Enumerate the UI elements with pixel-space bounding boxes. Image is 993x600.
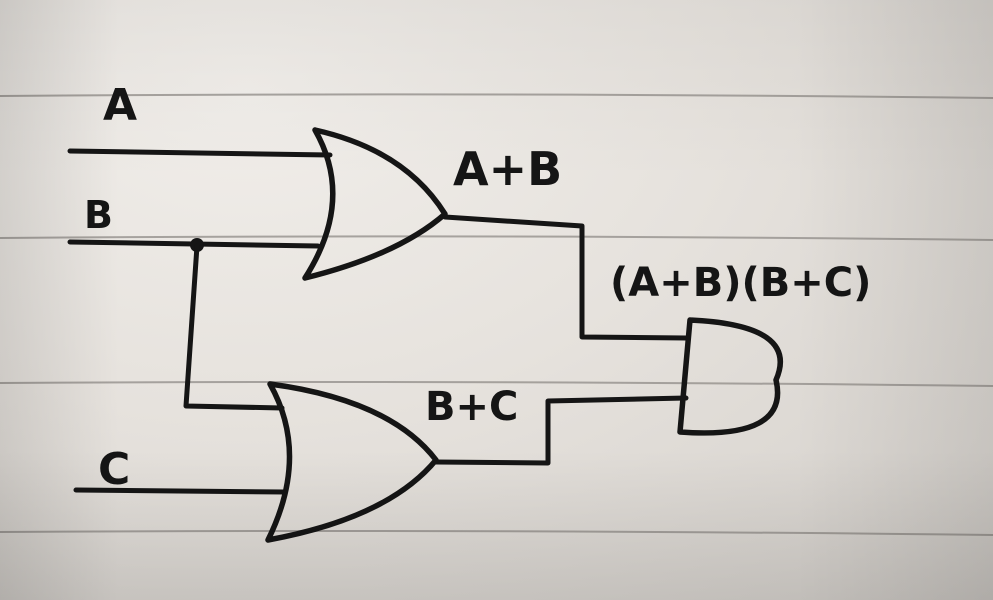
- label-input-c: C: [98, 444, 130, 495]
- label-input-b: B: [84, 193, 113, 237]
- rule-line-2: [0, 235, 993, 241]
- wire-input-a: [67, 148, 333, 158]
- or-gate-bottom: [265, 381, 439, 543]
- and-gate: [677, 317, 783, 436]
- rule-line-4: [0, 530, 993, 536]
- label-or-top-output: A+B: [453, 142, 562, 196]
- label-and-output: (A+B)(B+C): [610, 260, 871, 306]
- label-input-a: A: [103, 80, 137, 131]
- notebook-rules: [0, 93, 993, 536]
- wire-or-bottom-to-and: [433, 395, 689, 466]
- wire-b-branch: [183, 243, 285, 411]
- wire-or-top-to-and: [442, 214, 689, 341]
- wire-input-c: [73, 487, 287, 495]
- or-gate-top: [302, 127, 448, 281]
- rule-line-3: [0, 381, 993, 387]
- rule-line-1: [0, 93, 993, 99]
- label-or-bottom-output: B+C: [425, 384, 518, 430]
